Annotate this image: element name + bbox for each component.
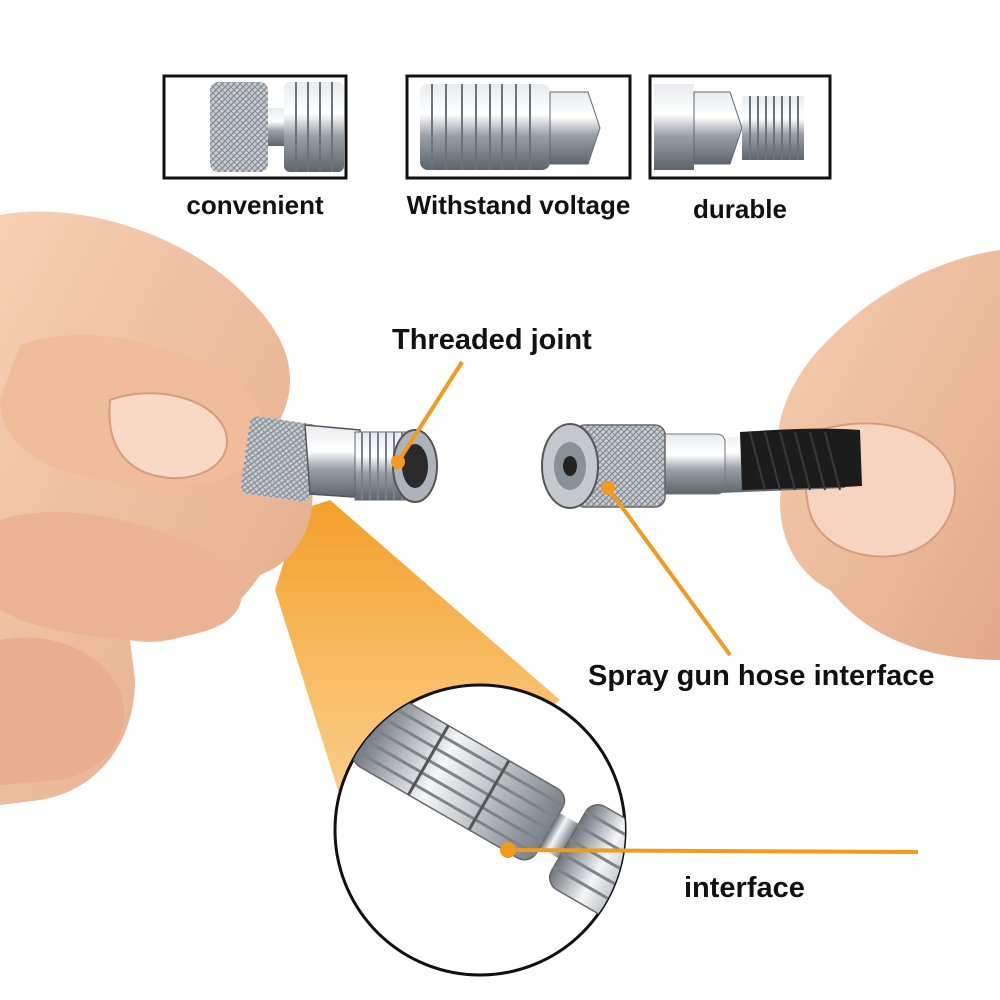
thumbnail-durable bbox=[648, 74, 832, 180]
threaded-joint-label: Threaded joint bbox=[392, 324, 592, 356]
thumbnail-label-withstand-voltage: Withstand voltage bbox=[406, 190, 631, 220]
interface-label: interface bbox=[684, 872, 805, 904]
threaded-joint-pointer bbox=[396, 360, 464, 464]
left-hand bbox=[0, 211, 313, 805]
highlight-beam bbox=[275, 500, 560, 860]
interface-pointer bbox=[507, 848, 919, 854]
hose-interface-label: Spray gun hose interface bbox=[588, 660, 935, 692]
thumbnail-label-convenient: convenient bbox=[186, 190, 324, 220]
thumbnail-convenient bbox=[162, 74, 348, 180]
magnified-view bbox=[333, 683, 627, 977]
thumbnail-withstand-voltage bbox=[405, 74, 632, 180]
thumbnail-label-durable: durable bbox=[693, 194, 787, 224]
hose-interface-pointer bbox=[606, 486, 732, 657]
hose-assembly bbox=[541, 423, 862, 509]
threaded-connector bbox=[240, 416, 438, 503]
